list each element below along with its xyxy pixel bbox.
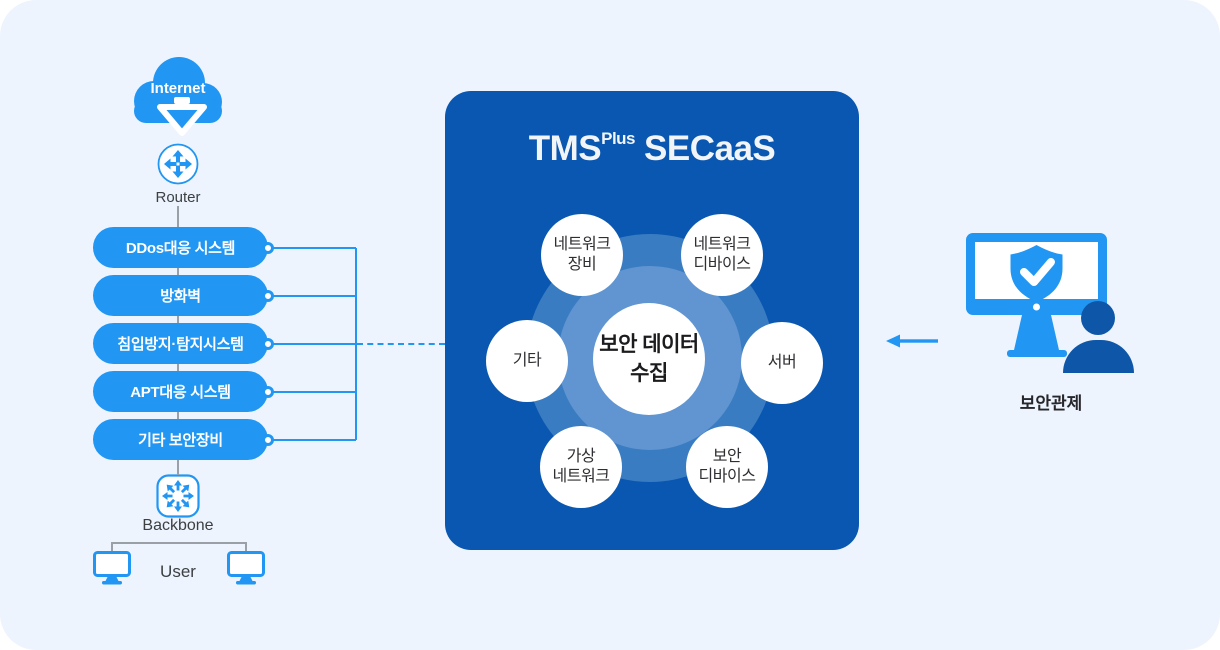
satellite-label: 장비 [567,256,597,273]
device-pill-label: 침입방지·탐지시스템 [117,336,244,353]
satellite-label: 기타 [512,352,542,369]
satellite-label: 서버 [767,354,797,371]
connector-line [272,439,356,441]
device-pill-label: DDos대응 시스템 [125,240,236,257]
device-pill-ddos: DDos대응 시스템 [93,227,268,268]
core-label: 수집 [630,362,668,385]
connector-line [272,247,356,249]
device-pill-label: 기타 보안장비 [138,432,223,449]
satellite-network-equipment: 네트워크 장비 [541,214,623,296]
device-pill-etc-security: 기타 보안장비 [93,419,268,460]
connector-dot [262,338,274,350]
device-pill-ips-ids: 침입방지·탐지시스템 [93,323,268,364]
monitoring-monitor-icon [966,233,1107,357]
panel-title-secaas: SECaaS [644,129,776,168]
connector-dot [262,242,274,254]
device-pill-label: APT대응 시스템 [130,384,231,401]
satellite-label: 디바이스 [698,468,756,485]
satellite-network-device: 네트워크 디바이스 [681,214,763,296]
router-icon [157,143,199,185]
dashed-link-to-panel [357,343,445,345]
security-monitoring-label: 보안관제 [1019,394,1083,413]
internet-cloud-icon: Internet [134,57,222,136]
person-icon [1081,301,1115,335]
connector-dot [262,434,274,446]
satellite-label: 디바이스 [693,256,751,273]
download-arrow-icon [157,104,207,136]
connector-dot [262,386,274,398]
device-pill-label: 방화벽 [160,288,201,305]
user-branch-line [245,542,247,555]
security-data-collection-circle: 보안 데이터 수집 [593,303,705,415]
panel-title-tms: TMS [528,129,602,168]
satellite-label: 네트워크 [552,468,610,485]
device-pill-apt: APT대응 시스템 [93,371,268,412]
satellite-etc: 기타 [486,320,568,402]
connector-line [272,343,356,345]
download-arrow-stem [174,97,190,104]
arrow-left-icon [886,334,938,348]
connector-line [272,391,356,393]
satellite-label: 보안 [712,448,742,465]
core-label: 보안 데이터 [599,333,699,356]
panel-title-plus: Plus [601,129,636,148]
device-pill-firewall: 방화벽 [93,275,268,316]
satellite-label: 네트워크 [693,236,751,253]
connector-bus-line [355,248,357,440]
router-label: Router [155,189,201,206]
user-monitor-icon [93,551,131,585]
backbone-label: Backbone [142,517,214,534]
user-label: User [160,562,196,581]
connector-line [272,295,356,297]
satellite-server: 서버 [741,322,823,404]
satellite-label: 네트워크 [553,236,611,253]
user-monitor-icon [227,551,265,585]
internet-label: Internet [150,80,205,97]
backbone-icon [156,474,200,518]
user-branch-line [111,542,247,544]
satellite-virtual-network: 가상 네트워크 [540,426,622,508]
user-branch-line [111,542,113,555]
connector-dot [262,290,274,302]
satellite-security-device: 보안 디바이스 [686,426,768,508]
satellite-label: 가상 [566,448,596,465]
